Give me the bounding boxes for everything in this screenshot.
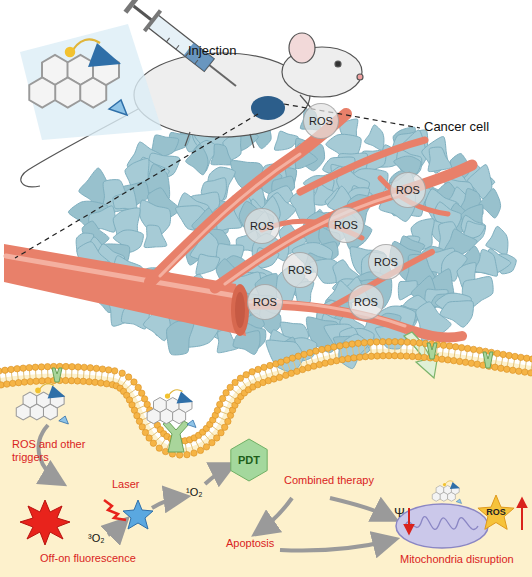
node-text: ROS [374,256,398,268]
fluorescence-burst [20,500,70,545]
ros-bubble: ROS [303,103,339,139]
syringe [122,0,244,96]
tumor-cell [274,131,298,150]
chemical-label: ¹O₂ [186,486,203,499]
potential-symbol: Ψ [394,506,405,521]
probe-molecule [16,384,68,424]
ros-star: ROS [478,495,514,529]
increase-arrow [521,500,523,530]
process-label: Off-on fluorescence [40,552,136,565]
tumor-cell [211,144,232,165]
photosensitizer-star [123,500,153,529]
process-label: Combined therapy [284,474,374,487]
tumor-cell [339,334,369,368]
tumor-cell [167,321,194,355]
transition-arrow [404,332,438,378]
trigger-label: ROS and other triggers [12,438,98,463]
process-label: Apoptosis [226,537,274,550]
probe-molecule [432,481,461,504]
ros-bubble: ROS [390,172,426,208]
process-label: Mitochondria disruption [400,553,514,566]
ros-bubble: ROS [368,244,404,280]
receptor [52,343,493,452]
blood-vessel [4,114,472,338]
node-text: ROS [250,220,274,232]
probe-molecule [29,39,127,115]
tumor-cell [144,225,167,247]
tumor-cell [428,147,452,171]
ros-bubble: ROS [328,207,364,243]
tumor-cell [364,125,384,151]
probe-molecule [147,390,196,428]
chemical-label: ³O₂ [88,532,105,545]
node-text: ROS [253,296,277,308]
node-text: ROS [309,115,333,127]
node-text: ROS [486,507,506,517]
mitochondrion [396,504,488,548]
node-text: ROS [396,184,420,196]
tumor-cell [266,340,304,372]
annotation: Cancer cell [424,120,489,135]
node-text: ROS [288,264,312,276]
therapy-hexagon: PDT [228,440,270,480]
node-text: ROS [334,219,358,231]
decrease-arrow [408,508,410,532]
tumor-cell [186,144,208,174]
node-text: PDT [238,454,260,466]
node-text: ROS [354,296,378,308]
process-label: Laser [112,478,140,491]
ros-bubble: ROS [244,208,280,244]
laser-beam [104,500,126,520]
ros-bubble: ROS [348,284,384,320]
zoom-line [15,114,258,258]
ros-bubble: ROS [247,284,283,320]
inset-panel [20,24,162,140]
tumor-cell [474,249,497,276]
tumor-cells [68,109,516,372]
process-arrow [39,425,392,551]
tumor-cell [113,188,137,210]
ros-bubble: ROS [282,252,318,288]
cell-interior [0,349,532,577]
annotation: Injection [188,44,236,59]
